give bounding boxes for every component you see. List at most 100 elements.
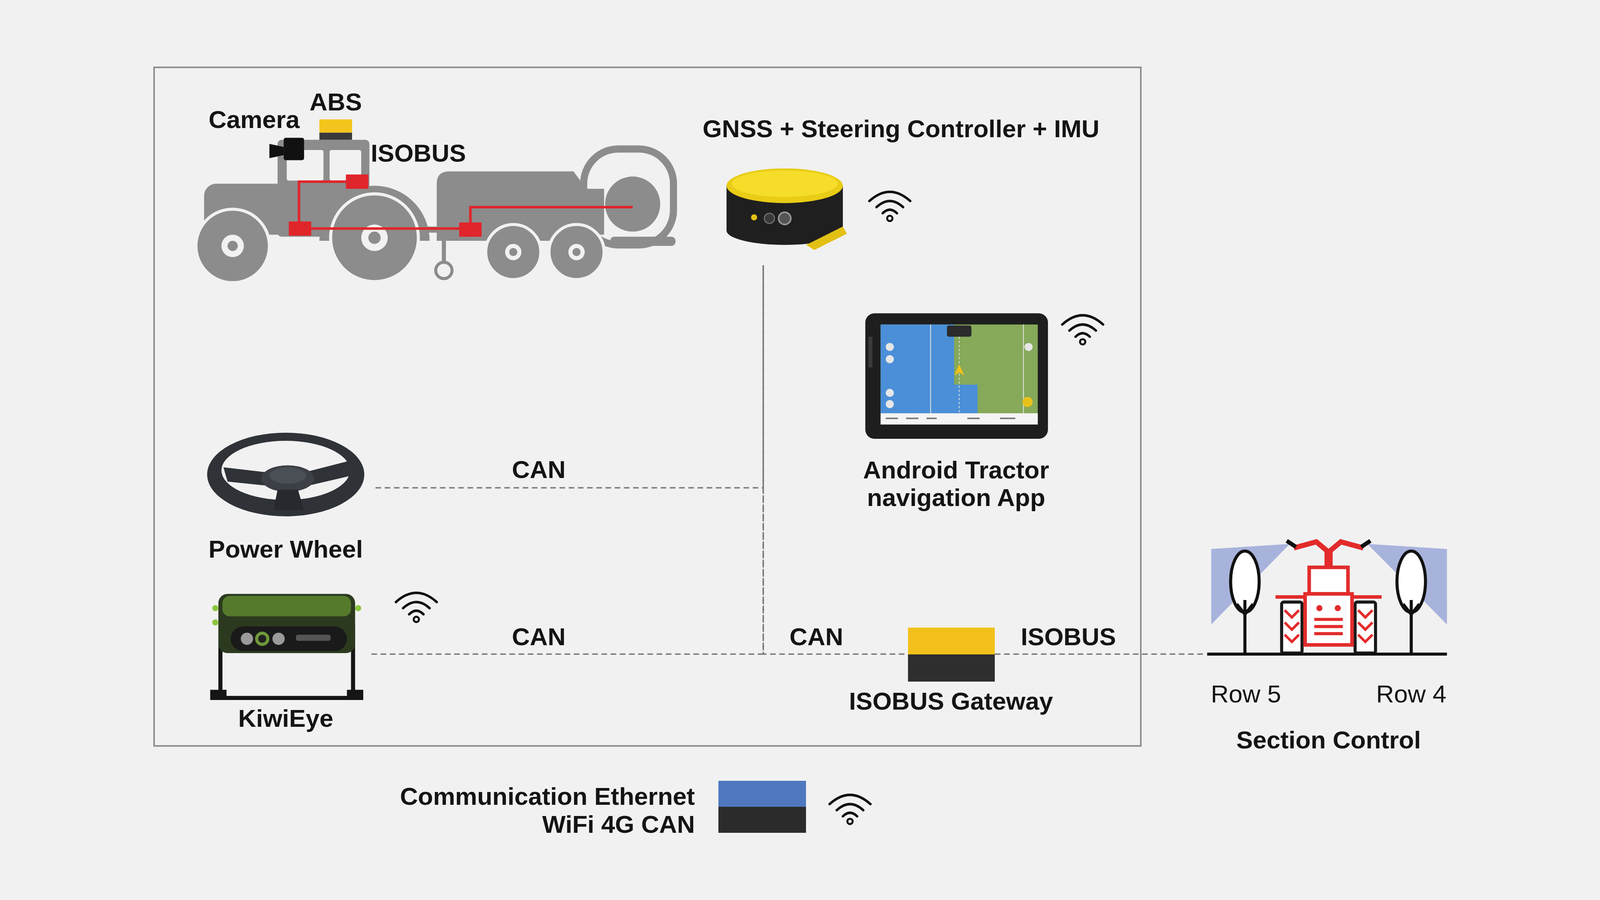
tablet-icon xyxy=(885,388,894,397)
power-wheel-icon xyxy=(261,465,315,492)
connector-label: CAN xyxy=(786,622,847,651)
kiwieye-camera-icon xyxy=(220,624,354,698)
part-label: Row 4 xyxy=(1376,680,1447,708)
section-control-illustration xyxy=(1316,605,1323,612)
section-control-illustration xyxy=(1334,605,1341,612)
kiwieye-camera-icon xyxy=(272,632,285,646)
baler-illustration xyxy=(583,148,674,245)
tractor-illustration xyxy=(330,194,419,282)
device-node: GNSS + Steering Controller + IMU xyxy=(696,105,1105,266)
abs-module-icon xyxy=(319,132,352,140)
node-label: Power Wheel xyxy=(208,535,363,563)
section-control-illustration xyxy=(1309,567,1348,594)
wifi-icon xyxy=(1062,315,1104,345)
connector-label: CAN xyxy=(508,622,569,651)
power-wheel-icon xyxy=(223,467,268,486)
wifi-icon xyxy=(396,592,437,622)
tablet-icon xyxy=(885,400,894,408)
module-block xyxy=(718,780,806,833)
section-control-illustration xyxy=(1281,602,1302,654)
module-block xyxy=(908,627,995,682)
baler-illustration xyxy=(435,262,452,279)
tablet-icon xyxy=(880,324,1038,425)
tablet-icon xyxy=(868,336,873,368)
section-control-illustration xyxy=(1284,610,1300,642)
power-wheel-icon xyxy=(207,432,365,517)
section-control-illustration xyxy=(1324,548,1333,568)
baler-illustration xyxy=(605,176,661,232)
baler-illustration xyxy=(442,240,446,263)
baler-illustration xyxy=(568,244,585,261)
tractor-illustration xyxy=(227,240,238,252)
section-control-illustration xyxy=(1409,600,1413,654)
tablet-icon xyxy=(930,324,932,414)
tablet-icon xyxy=(880,324,978,414)
node-label: KiwiEye xyxy=(238,704,334,732)
camera-icon xyxy=(269,144,284,159)
kiwieye-camera-icon xyxy=(212,605,219,612)
kiwieye-camera-icon xyxy=(218,594,356,654)
kiwieye-camera-icon xyxy=(222,596,351,617)
part-label: Camera xyxy=(208,105,300,134)
node-label: GNSS + Steering Controller + IMU xyxy=(702,114,1100,143)
power-wheel-icon xyxy=(269,467,306,484)
gnss-receiver-icon xyxy=(731,170,838,197)
tractor-illustration xyxy=(221,234,244,258)
kiwieye-camera-icon xyxy=(240,632,254,646)
device-node: KiwiEye xyxy=(200,586,372,738)
kiwieye-camera-icon xyxy=(296,634,331,641)
tablet-icon xyxy=(885,417,1016,420)
camera-icon xyxy=(269,137,304,160)
baler-illustration xyxy=(548,224,604,280)
node-label: Android Tractor navigation App xyxy=(848,456,1064,512)
section-control-illustration xyxy=(1367,544,1447,625)
baler-illustration xyxy=(435,148,676,280)
device-node: Power Wheel xyxy=(196,428,376,569)
power-wheel-icon xyxy=(308,461,352,486)
part-label: ISOBUS xyxy=(370,139,466,167)
section-control-illustration xyxy=(1403,604,1420,615)
baler-illustration xyxy=(485,224,541,280)
tablet-icon xyxy=(958,336,960,414)
tablet-icon xyxy=(885,355,894,364)
wifi-icon xyxy=(869,192,910,222)
kiwieye-camera-icon xyxy=(230,626,348,651)
wifi-icon xyxy=(829,794,871,824)
isobus-wiring xyxy=(298,227,471,230)
section-control-illustration xyxy=(1305,594,1352,646)
tablet-icon xyxy=(880,413,1038,425)
section-control-illustration xyxy=(1243,600,1247,654)
bus-connector xyxy=(375,265,764,488)
kiwieye-camera-icon xyxy=(258,634,266,643)
section-control-illustration xyxy=(1236,604,1254,615)
kiwieye-camera-icon xyxy=(255,631,270,646)
gnss-receiver-icon xyxy=(726,168,843,204)
isobus-wiring xyxy=(288,174,633,237)
bus-connector xyxy=(371,265,764,654)
gnss-receiver-icon xyxy=(806,226,847,250)
power-wheel-icon xyxy=(207,432,365,517)
isobus-wiring xyxy=(288,221,312,236)
part-label: ABS xyxy=(309,88,362,116)
tablet-icon xyxy=(946,325,972,337)
section-control-illustration xyxy=(1314,619,1343,634)
kiwieye-camera-icon xyxy=(355,605,362,612)
part-label: Row 5 xyxy=(1210,680,1282,708)
tablet-icon xyxy=(865,313,1048,439)
kiwieye-camera-icon xyxy=(210,594,364,700)
kiwieye-camera-icon xyxy=(212,619,219,626)
gnss-receiver-icon xyxy=(751,214,758,221)
node-label: Communication Ethernet WiFi 4G CAN xyxy=(382,782,695,838)
section-control-illustration xyxy=(1286,540,1371,547)
gnss-receiver-icon xyxy=(726,168,847,250)
baler-illustration xyxy=(610,236,676,246)
device-node: Android Tractor navigation App xyxy=(842,306,1070,517)
tablet-icon xyxy=(1022,396,1033,408)
node-label: ISOBUS Gateway xyxy=(849,687,1054,715)
baler-illustration xyxy=(509,248,518,256)
gnss-receiver-icon xyxy=(778,212,791,225)
section-control-illustration xyxy=(1207,652,1447,656)
node-label: Section Control xyxy=(1236,726,1422,754)
kiwieye-camera-icon xyxy=(346,689,364,700)
